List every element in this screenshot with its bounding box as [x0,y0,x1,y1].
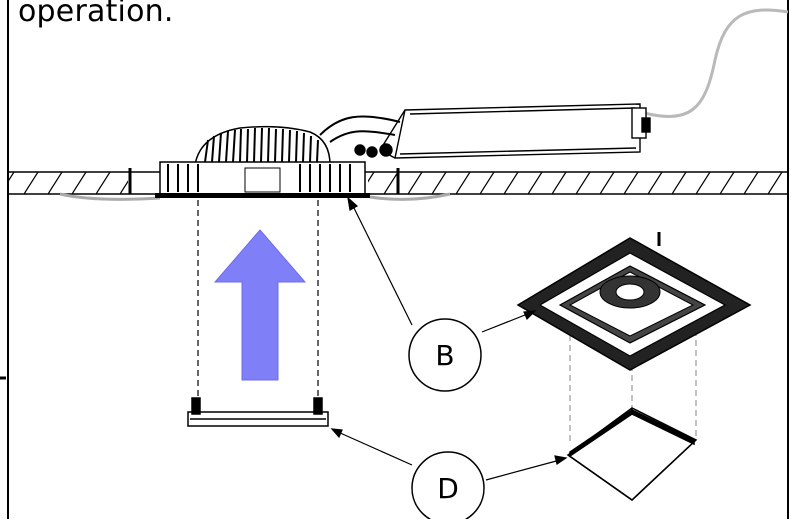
callout-d-label: D [437,472,459,505]
callout-d: D [411,451,485,523]
trim-ring-side-view [187,397,329,427]
ceiling-section [8,171,788,201]
alignment-guides-gray [569,330,697,445]
luminaire-top-view [516,232,752,371]
luminaire-side-view [128,125,400,198]
driver-box [319,103,651,159]
trim-cover-top-view [566,407,698,501]
power-cable [639,8,789,118]
instruction-text: operation. [18,0,174,29]
callout-b-label: B [435,339,454,372]
callout-b: B [408,318,482,392]
alignment-guides [197,200,319,398]
up-arrow-icon [213,229,307,381]
leader-lines [330,196,568,481]
